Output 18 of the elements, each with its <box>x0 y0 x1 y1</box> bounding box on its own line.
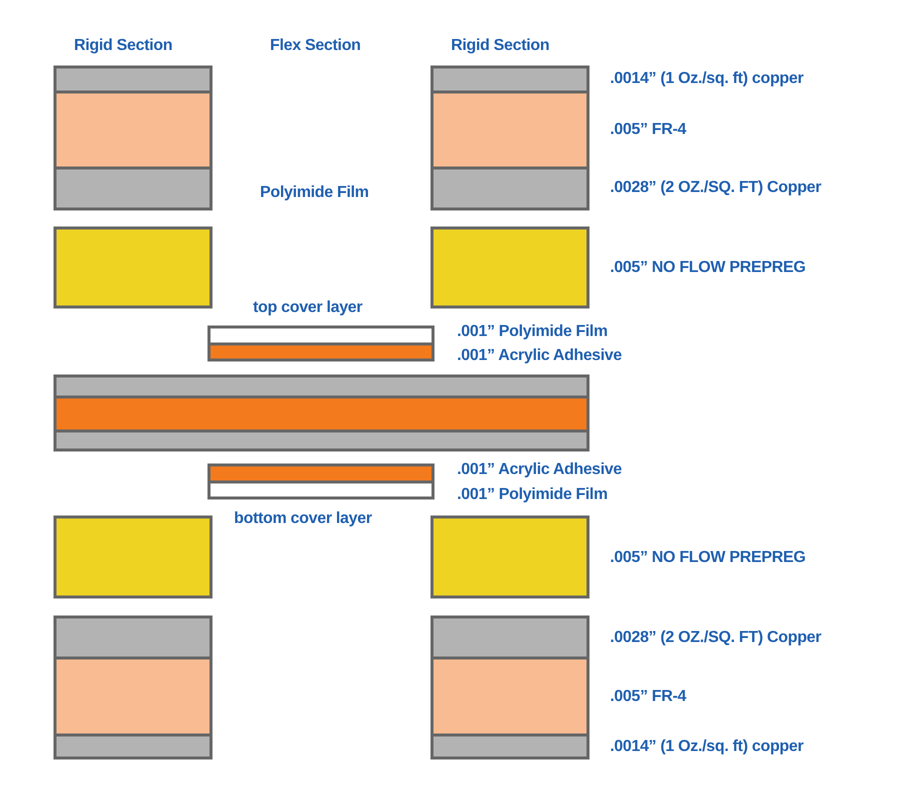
section-heading: Rigid Section <box>451 36 550 56</box>
layer-label: bottom cover layer <box>234 509 372 529</box>
layer-label: .005” FR-4 <box>610 687 686 707</box>
layer-label: .005” NO FLOW PREPREG <box>610 258 806 278</box>
layer-label: .0014” (1 Oz./sq. ft) copper <box>610 737 804 757</box>
layer-label: .0028” (2 OZ./SQ. FT) Copper <box>610 628 822 648</box>
layer-label: top cover layer <box>253 298 362 318</box>
section-heading: Rigid Section <box>74 36 172 56</box>
section-heading: Flex Section <box>270 36 361 56</box>
layer-label: .001” Polyimide Film <box>457 322 608 342</box>
layer-label: .001” Acrylic Adhesive <box>457 346 622 366</box>
layer-label: .005” NO FLOW PREPREG <box>610 548 806 568</box>
layer-label: Polyimide Film <box>260 183 369 203</box>
layer-label: .005” FR-4 <box>610 120 686 140</box>
layer-label: .001” Acrylic Adhesive <box>457 460 622 480</box>
layer-label: .0028” (2 OZ./SQ. FT) Copper <box>610 178 822 198</box>
layer-label: .0014” (1 Oz./sq. ft) copper <box>610 69 804 89</box>
layer-label: .001” Polyimide Film <box>457 485 608 505</box>
